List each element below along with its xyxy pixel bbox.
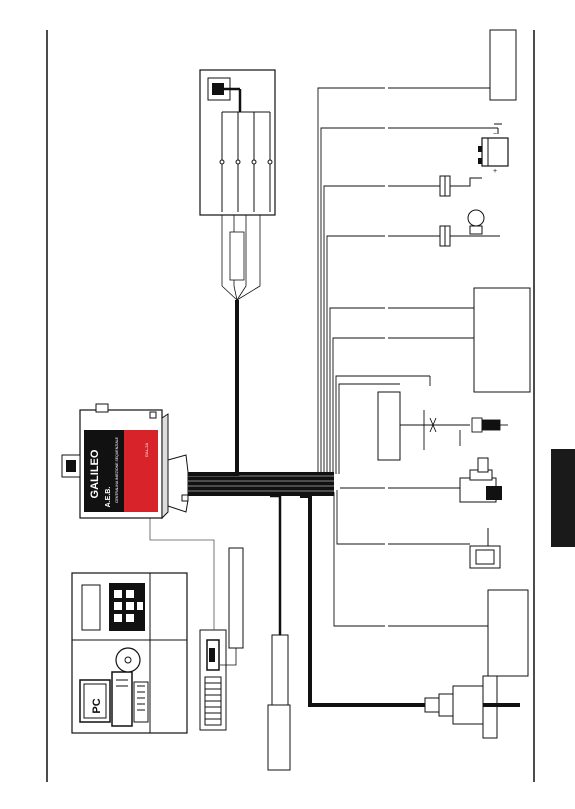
lower-wire-bundle	[333, 487, 385, 627]
bottom-left-harness-box	[271, 634, 289, 706]
svg-text:−: −	[493, 131, 497, 138]
top-right-device-box	[489, 29, 517, 101]
fuse-icon	[439, 175, 482, 197]
coil-sensor-icon	[459, 457, 502, 503]
harness-connector-1	[149, 411, 157, 419]
section-side-tab	[551, 449, 575, 547]
diagnostic-wire-2	[220, 648, 237, 666]
lambda-box	[377, 391, 401, 461]
right-control-box	[473, 287, 531, 393]
cd-disc-icon	[115, 647, 141, 673]
injector-cable	[188, 300, 239, 476]
pc-computer-icon	[79, 671, 149, 727]
ecu-tagline: CENTRALINA INIEZIONE SEQUENZIALE	[115, 436, 119, 503]
diagnostic-wire	[149, 516, 215, 630]
pc-label: PC	[91, 698, 103, 713]
temperature-sensor-icon	[469, 528, 501, 569]
ecu-logo: A.E.B.	[105, 487, 112, 508]
upper-wire-bundle	[317, 87, 430, 474]
bottom-left-device-box	[267, 704, 291, 771]
keypad-icon	[81, 583, 145, 631]
ignition-key-icon	[439, 209, 500, 247]
device-leads	[388, 87, 498, 627]
pressure-sensor-icon	[424, 675, 520, 739]
injector-emulator-box	[199, 69, 276, 216]
ecu-part-code: GAL-2A	[144, 443, 149, 458]
battery-icon: + −	[478, 123, 509, 175]
ecu-unit: GALILEO A.E.B. CENTRALINA INIEZIONE SEQU…	[61, 403, 169, 520]
ecu-connector	[167, 454, 189, 513]
diagnostic-connector	[199, 629, 227, 731]
pc-programmer-box: PC	[71, 572, 188, 734]
harness-connector-2	[181, 494, 189, 502]
svg-text:+: +	[493, 168, 497, 175]
lambda-probe-icon	[400, 410, 508, 450]
diagnostic-cable-box	[228, 547, 244, 649]
injector-wires	[221, 215, 261, 301]
pressure-cable	[300, 494, 425, 707]
ecu-brand-label: GALILEO	[89, 449, 101, 498]
bottom-right-device-box	[487, 589, 529, 677]
